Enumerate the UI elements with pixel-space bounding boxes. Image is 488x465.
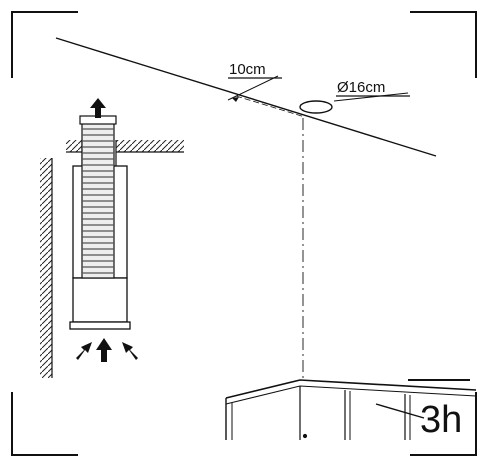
hood-cabinet — [225, 379, 477, 440]
exhaust-arrow-icon — [90, 98, 106, 118]
diameter-leader — [333, 92, 409, 102]
offset-distance-label: 10cm — [229, 61, 266, 78]
frame-corners — [11, 11, 477, 456]
step-number-label: 3h — [420, 399, 462, 441]
intake-arrow-center-icon — [96, 338, 112, 362]
wall-hatch — [40, 158, 52, 378]
ceiling-hatch-left — [66, 140, 82, 152]
intake-arrow-left-icon — [76, 342, 92, 360]
corner-bottom-left — [11, 392, 78, 456]
ceiling-line — [55, 37, 437, 157]
intake-arrow-right-icon — [122, 342, 138, 360]
chimney-detail — [40, 98, 184, 378]
offset-dimension — [227, 75, 306, 118]
corner-bottom-right — [410, 392, 477, 456]
step-indicator: 3h — [408, 379, 470, 441]
ceiling-hatch-right — [116, 140, 184, 152]
duct-hole — [299, 100, 333, 114]
corner-top-right — [410, 11, 477, 78]
hood-pointer — [375, 403, 425, 419]
corner-top-left — [11, 11, 78, 78]
duct-diameter-label: Ø16cm — [337, 79, 385, 96]
